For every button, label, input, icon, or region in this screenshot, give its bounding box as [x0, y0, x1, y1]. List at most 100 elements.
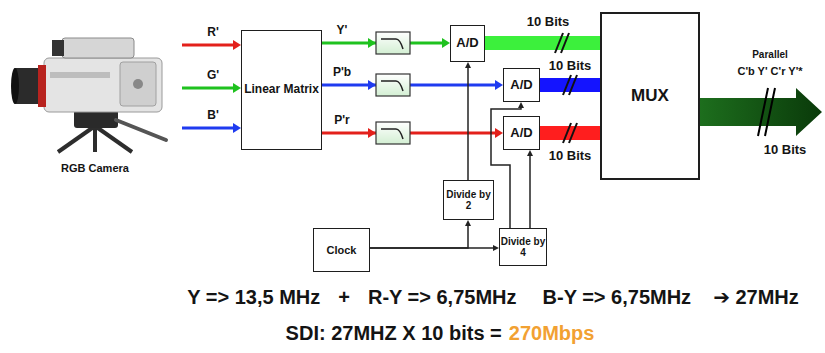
tripod-leg	[93, 126, 97, 152]
signal-connector	[322, 80, 503, 90]
node-label: RGB Camera	[61, 162, 129, 175]
connector-line	[467, 66, 469, 180]
signal-label: R'	[207, 26, 219, 40]
filter-symbol	[381, 129, 403, 139]
node-label: A/D	[456, 36, 478, 51]
formula-text: +	[338, 286, 350, 309]
pan-handle	[116, 120, 166, 140]
tripod-leg	[58, 126, 95, 152]
arrow-head	[465, 220, 471, 226]
connector-line	[370, 247, 495, 249]
signal-connector	[182, 40, 241, 50]
formula-text: Y => 13,5 MHz	[187, 286, 320, 309]
bus-label: 10 Bits	[764, 143, 807, 158]
signal-label: 10 Bits	[527, 15, 570, 30]
filter-symbol	[381, 81, 403, 91]
formula-text: ➔ 27MHz	[713, 286, 799, 309]
signal-label: P'b	[333, 66, 351, 80]
label-holder: R-Y => 6,75MHz	[368, 286, 517, 309]
clock-box: Clock	[313, 228, 370, 272]
edge-label-holder: Y'	[337, 24, 348, 38]
data-bus	[540, 85, 600, 86]
node-label: MUX	[631, 86, 669, 106]
arrow-head	[495, 80, 503, 90]
output-bus-arrow	[700, 88, 822, 136]
label-holder: Y => 13,5 MHz	[187, 286, 320, 309]
filter-box	[376, 74, 410, 96]
lowpass-filter	[368, 32, 410, 54]
slash	[561, 33, 569, 53]
label-holder: SDI: 27MHZ X 10 bits =	[286, 322, 502, 345]
adc-box: A/D	[503, 116, 540, 150]
divider-box: Divide by 2	[443, 180, 494, 220]
edge-label-holder: 10 Bits	[549, 149, 592, 164]
edge-label-holder: R'	[207, 26, 219, 40]
connector-line	[485, 36, 600, 50]
filter-box	[376, 32, 410, 54]
arrow-head	[442, 38, 450, 48]
slash	[569, 75, 577, 95]
signal-label: B'	[207, 109, 219, 123]
arrow-head	[518, 102, 524, 108]
formula-text: R-Y => 6,75MHz	[368, 286, 517, 309]
connector-line	[182, 87, 235, 90]
arrow-head	[465, 62, 471, 68]
signal-connector	[182, 123, 241, 133]
signal-label: Y'	[337, 24, 348, 38]
node-label: Divide by 2	[444, 189, 493, 212]
slash	[569, 123, 577, 143]
formula-text: B-Y => 6,75MHz	[543, 286, 692, 309]
camera-knob	[133, 79, 143, 89]
arrow-head	[495, 128, 503, 138]
data-bus	[540, 133, 600, 134]
lens-ring	[38, 65, 46, 107]
node-label: A/D	[510, 126, 532, 141]
label-holder: 270Mbps	[509, 322, 595, 345]
arrow-head	[368, 38, 376, 48]
tripod-leg	[95, 126, 132, 152]
arrow-head	[233, 83, 241, 93]
signal-connector	[527, 150, 533, 228]
camera-side-panel	[120, 62, 156, 106]
arrow-head	[233, 123, 241, 133]
bus-label: Parallel	[752, 49, 788, 61]
signal-connector	[370, 245, 499, 251]
formula-text: SDI: 27MHZ X 10 bits =	[286, 322, 502, 345]
camera-body	[44, 58, 162, 112]
connector-line	[370, 224, 468, 248]
label-holder: ➔ 27MHz	[713, 286, 799, 309]
node-label: Divide by 4	[500, 236, 546, 259]
node-label: A/D	[510, 78, 532, 93]
node-label: Linear Matrix	[244, 83, 319, 97]
signal-connector	[370, 220, 471, 248]
edge-label-holder: 10 Bits	[549, 59, 592, 74]
lens-front	[11, 68, 19, 104]
viewfinder	[62, 38, 134, 58]
arrow-head	[233, 40, 241, 50]
edge-label-holder: B'	[207, 109, 219, 123]
signal-label: 10 Bits	[549, 149, 592, 164]
camera-illustration	[11, 38, 166, 152]
signal-connector	[322, 128, 503, 138]
filter-symbol	[381, 39, 403, 49]
lowpass-filter	[368, 122, 410, 144]
label-holder: B-Y => 6,75MHz	[543, 286, 692, 309]
edge-label-holder: G'	[207, 69, 219, 83]
slash	[765, 88, 775, 136]
connector-line	[529, 154, 531, 228]
signal-label: G'	[207, 69, 219, 83]
signal-label: P'r	[334, 114, 350, 128]
viewfinder-hood	[52, 40, 64, 56]
bus-label: C'b Y' C'r Y'*	[737, 65, 802, 78]
node-label: Clock	[327, 244, 357, 257]
matrix-box: Linear Matrix	[241, 30, 322, 150]
data-bus	[485, 43, 600, 44]
adc-box: A/D	[450, 25, 485, 62]
signal-connector	[465, 62, 471, 180]
connector-line	[182, 127, 235, 130]
filter-box	[376, 122, 410, 144]
arrow-head	[368, 128, 376, 138]
label-holder: Parallel	[752, 49, 788, 61]
arrow-head	[368, 80, 376, 90]
